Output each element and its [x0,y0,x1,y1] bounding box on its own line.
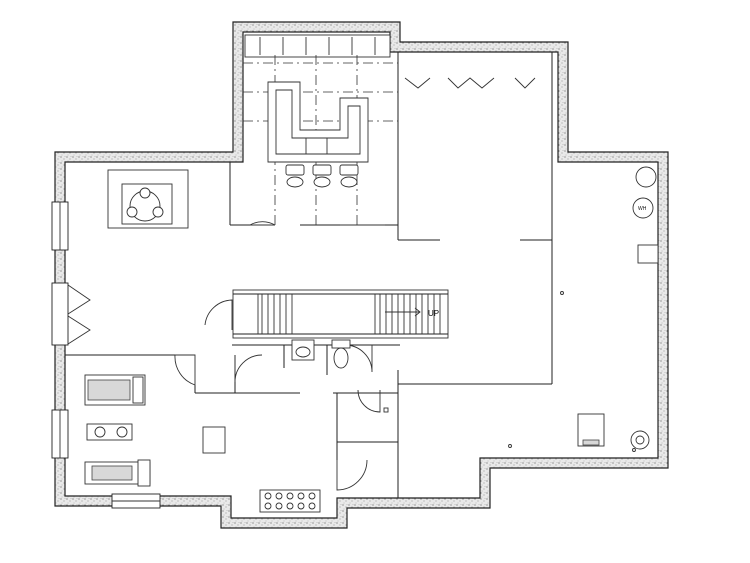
game-table [107,169,189,229]
gym-ottoman [202,426,226,454]
weight-bench [84,459,151,487]
electrical-panel [637,244,659,264]
water-heater [632,197,654,219]
media-cabinet [244,34,391,58]
powder-room [291,339,351,369]
foundation-wall [54,21,669,529]
staircase: UP [232,289,449,339]
stairs-up-label: UP [428,309,439,318]
interior-walls [65,52,553,498]
dumbbell-rack [259,489,321,513]
sectional-sofa [267,81,369,163]
exercise-bike [86,423,133,441]
water-heater-label: WH [638,206,647,212]
sump-pump [635,166,657,188]
exterior-door-west [51,282,69,346]
mechanical-room: WH [383,166,659,452]
theatre-room [243,34,398,225]
storage-bifold-doors [404,77,536,89]
treadmill [84,374,146,406]
